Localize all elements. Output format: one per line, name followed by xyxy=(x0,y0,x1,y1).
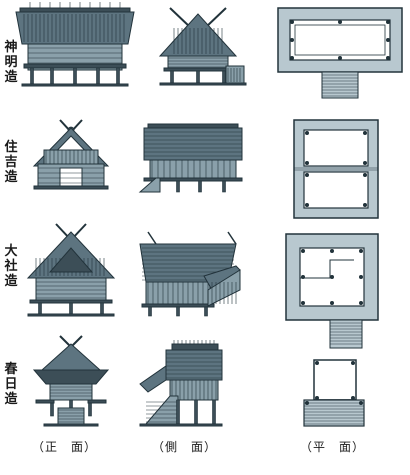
sumiyoshi-plan xyxy=(293,119,379,219)
shinmei-side-elevation xyxy=(158,7,247,86)
sumiyoshi-side-elevation xyxy=(138,123,243,193)
taisha-side-elevation xyxy=(139,231,241,317)
column-label-side: （側 面） xyxy=(152,440,218,454)
column-label-front: （正 面） xyxy=(32,440,98,454)
sumiyoshi-front-elevation xyxy=(32,119,110,190)
row-label-sumiyoshi: 住吉造 xyxy=(4,140,18,185)
kasuga-side-elevation xyxy=(139,340,223,427)
row-label-shinmei: 神明造 xyxy=(4,40,18,85)
kasuga-plan xyxy=(303,359,365,427)
row-label-taisha: 大社造 xyxy=(4,244,18,289)
column-label-plan: （平 面） xyxy=(300,440,366,454)
shinmei-plan xyxy=(277,7,403,99)
taisha-plan xyxy=(285,233,379,349)
taisha-front-elevation xyxy=(26,223,116,317)
shinmei-front-elevation xyxy=(15,2,135,87)
kasuga-front-elevation xyxy=(32,335,110,427)
row-label-kasuga: 春日造 xyxy=(4,362,18,407)
